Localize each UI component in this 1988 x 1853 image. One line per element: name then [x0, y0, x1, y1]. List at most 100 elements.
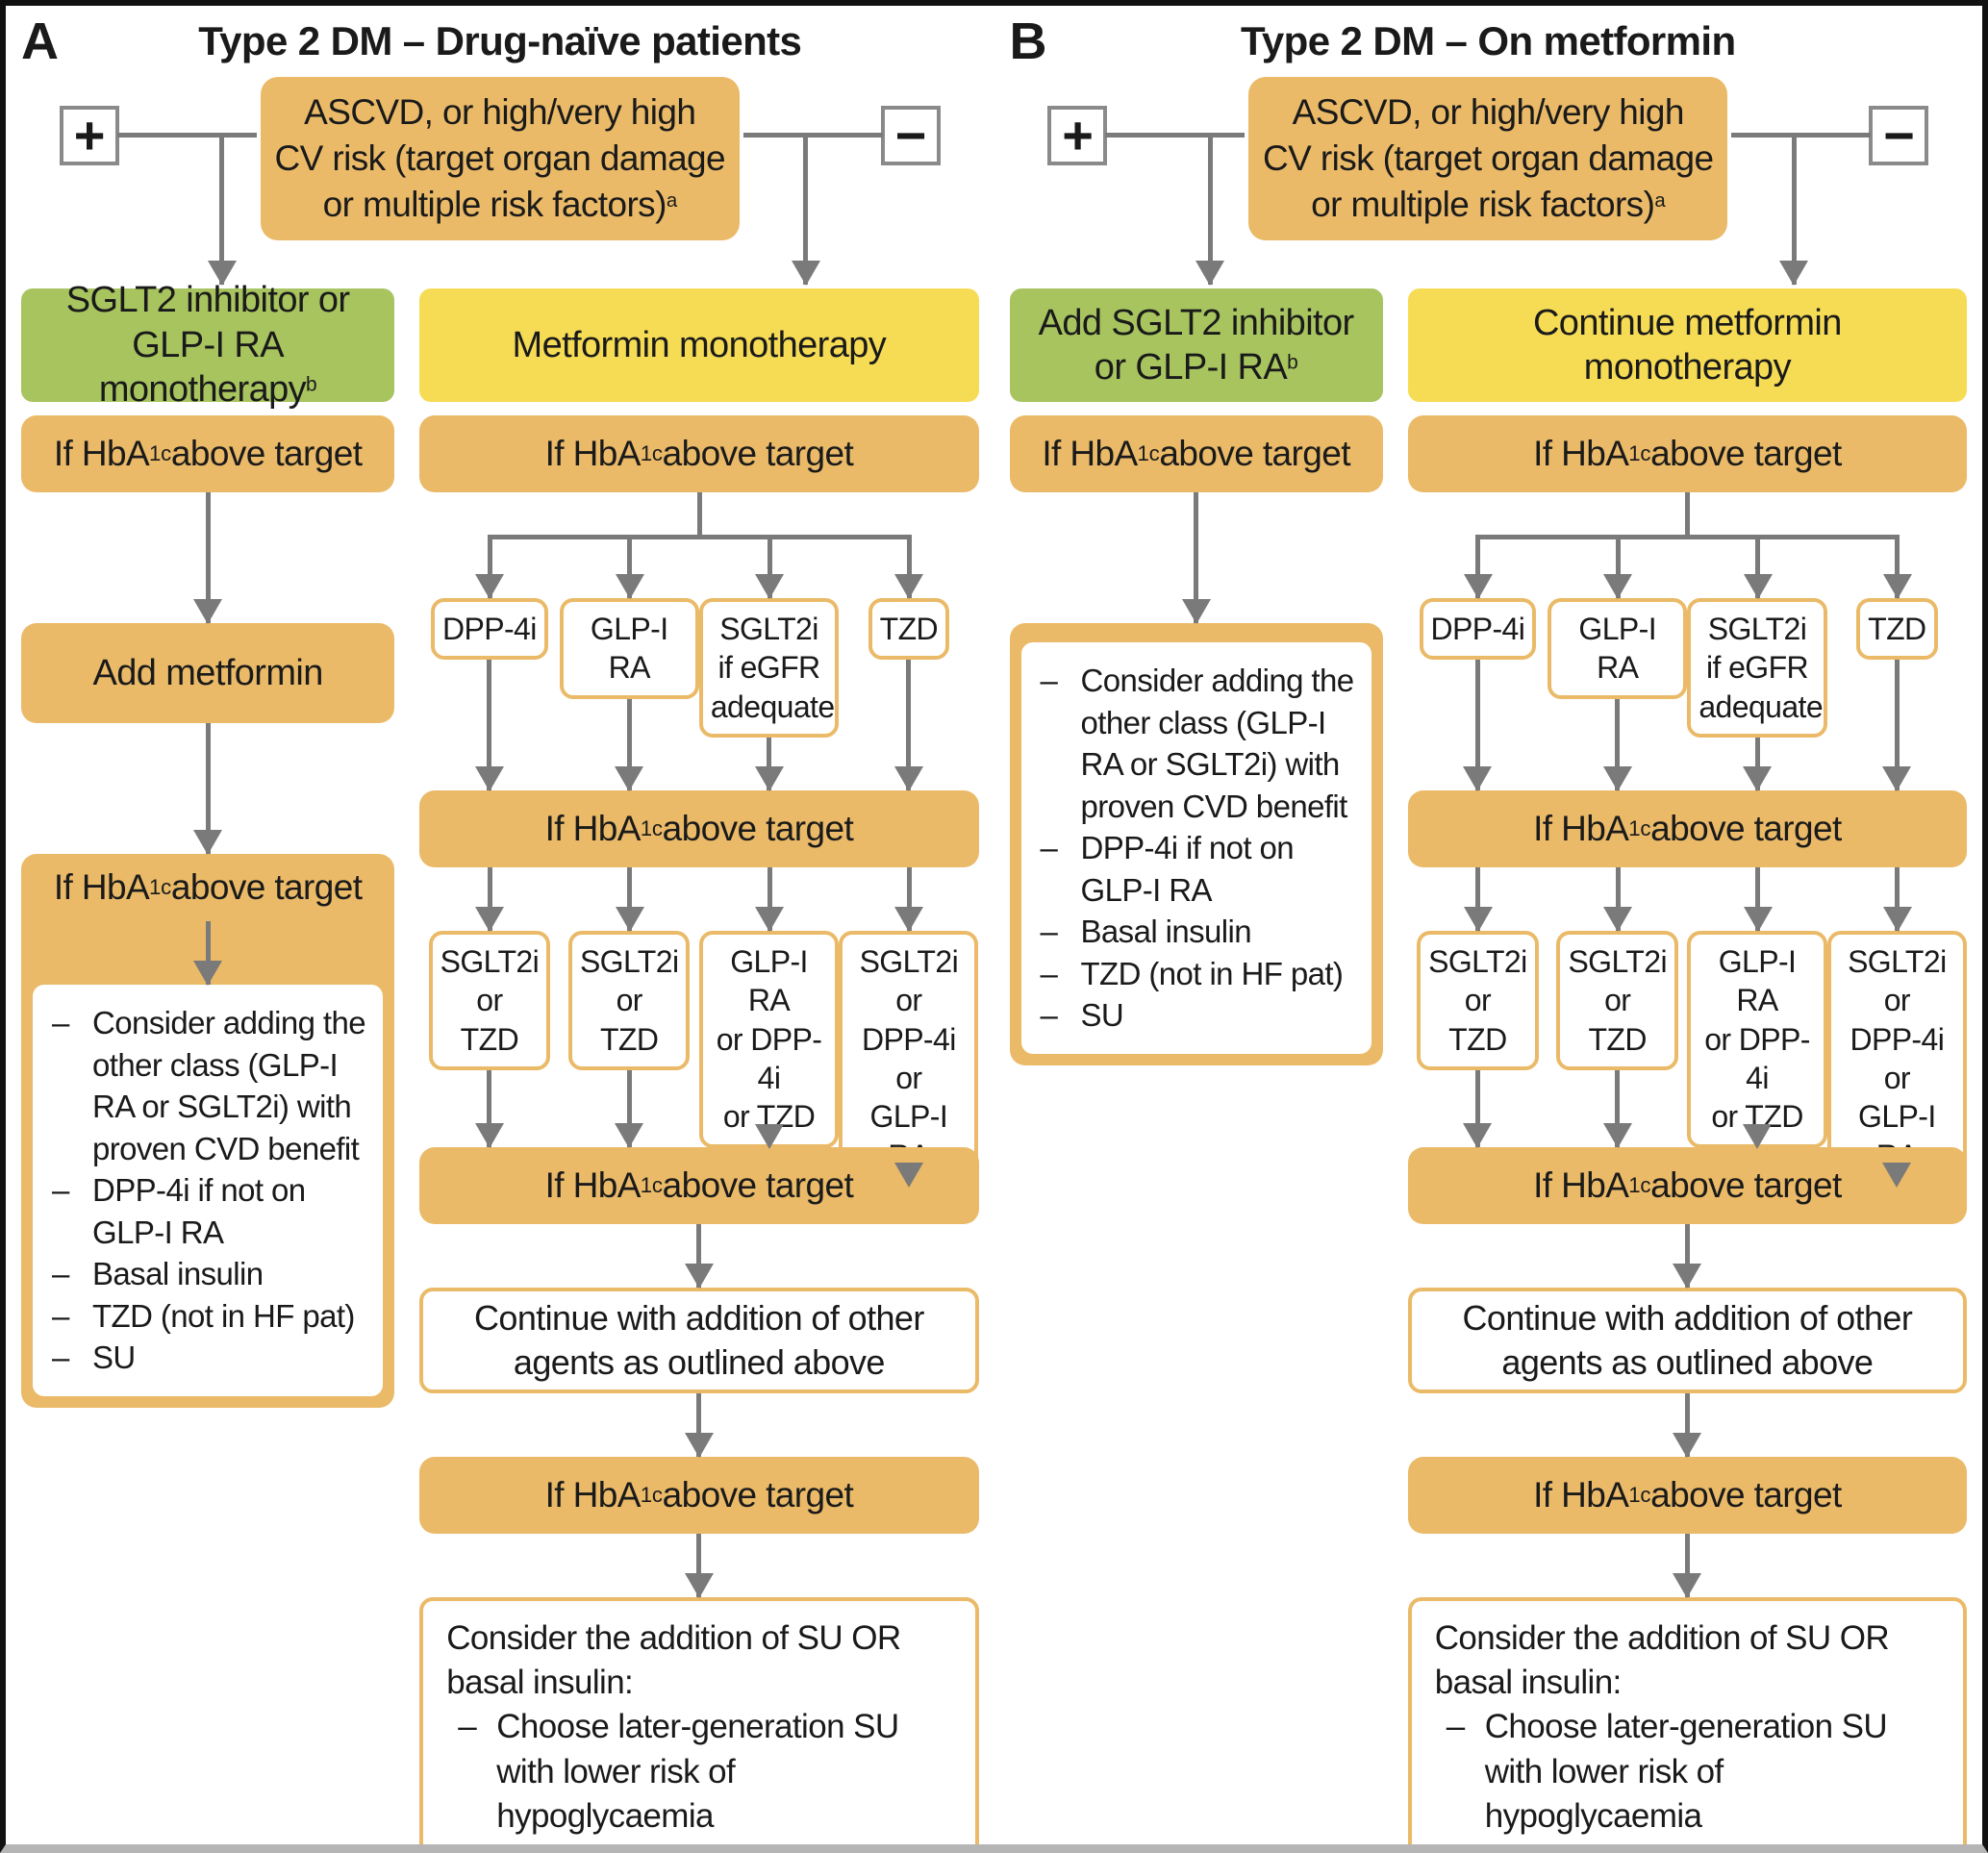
continue-addition-box: Continue with addition of other agents a…	[1407, 1288, 1967, 1393]
list-item: –Choose later-generation SU with lower r…	[1435, 1705, 1944, 1839]
branch-cell: SGLT2i or TZD	[419, 931, 559, 1147]
bullet-dash: –	[458, 1839, 496, 1844]
hba-subscript: 1c	[1628, 1483, 1651, 1507]
branch-box-tzd: TZD	[868, 598, 950, 661]
branch-box-glp1ra: GLP-I RA	[559, 598, 699, 699]
hba-text: If HbA	[1042, 434, 1138, 473]
arrow-down	[767, 535, 772, 598]
hba-text: If HbA	[1533, 434, 1629, 473]
text-line: Metformin monotherapy	[512, 324, 887, 365]
list-item: –Choose later-generation SU with lower r…	[446, 1705, 955, 1839]
arrow-down	[1615, 535, 1621, 598]
ascvd-risk-box: ASCVD, or high/very high CV risk (target…	[1248, 77, 1728, 241]
branch-cell: SGLT2i or DPP-4i or GLP-I RA	[1826, 931, 1967, 1187]
connector-line	[1685, 492, 1691, 537]
arrow-down	[696, 1534, 702, 1597]
su-basal-insulin-box: Consider the addition of SU OR basal ins…	[419, 1597, 979, 1844]
bullet-dash: –	[1040, 955, 1058, 991]
connector-line-right	[1731, 133, 1872, 138]
branch-box-glp1ra: GLP-I RA	[1548, 598, 1688, 699]
panel-a-title: Type 2 DM – Drug-naïve patients	[198, 18, 802, 63]
arrow-down	[1615, 698, 1621, 790]
hba-text: above target	[1650, 434, 1842, 473]
branch-box-tzd: TZD	[1856, 598, 1938, 661]
arrow-down	[1194, 492, 1199, 623]
list-item: –TZD (not in HF pat)	[1041, 953, 1356, 995]
list-item: –Basal insulin	[52, 1253, 367, 1295]
branch-box-sglt2i-or-tzd: SGLT2i or TZD	[1556, 931, 1678, 1070]
text-line: GLP-I RA monotherapyb	[98, 324, 317, 411]
text-line: or multiple risk factors)a	[322, 185, 677, 225]
add-sglt2-glp1-box: Add SGLT2 inhibitor or GLP-I RAb	[1009, 288, 1383, 402]
drug-option-row-2: SGLT2i or TZD SGLT2i or TZD	[419, 931, 979, 1187]
bullet-dash: –	[52, 1172, 69, 1209]
final-box-intro: Consider the addition of SU OR basal ins…	[446, 1619, 901, 1702]
panel-a-header: A Type 2 DM – Drug-naïve patients	[21, 15, 979, 75]
list-item: –TZD (not in HF pat)	[52, 1295, 367, 1338]
hba-text: If HbA	[53, 867, 150, 907]
arrow-down	[487, 535, 492, 598]
bullet-dash: –	[1040, 997, 1058, 1034]
hba-subscript: 1c	[1628, 441, 1651, 465]
hba-subscript: 1c	[640, 1483, 663, 1507]
bullet-dash: –	[52, 1256, 69, 1292]
plus-sign: +	[1062, 105, 1094, 165]
continue-metformin-box: Continue metformin monotherapy	[1407, 288, 1967, 402]
branch-cell: DPP-4i	[1408, 598, 1548, 790]
branch-cell: SGLT2i or DPP-4i or GLP-I RA	[839, 931, 979, 1187]
hba-text: above target	[662, 1165, 854, 1205]
arrow-down	[1474, 1069, 1480, 1147]
hba-subscript: 1c	[149, 875, 171, 899]
final-box-intro: Consider the addition of SU OR basal ins…	[1434, 1619, 1890, 1702]
list-item: –Basal insulin	[1041, 911, 1356, 953]
hba-text: If HbA	[1533, 1475, 1629, 1515]
bullet-dash: –	[52, 1340, 69, 1376]
drug-option-row-2: SGLT2i or TZD SGLT2i or TZD	[1408, 931, 1967, 1187]
connector-line-right	[742, 133, 883, 138]
arrow-down	[205, 723, 211, 854]
panel-a-left-column: SGLT2 inhibitor or GLP-I RA monotherapyb…	[21, 280, 395, 1844]
arrow-row	[1408, 867, 1967, 931]
text-line: CV risk (target organ damage	[274, 138, 726, 179]
bullet-dash: –	[52, 1005, 69, 1040]
panel-a: A Type 2 DM – Drug-naïve patients + − AS…	[6, 6, 994, 1844]
panel-a-risk-section: + − ASCVD, or high/very high CV risk (ta…	[21, 75, 979, 288]
arrow-down	[627, 867, 633, 931]
branch-box-sglt2i-dpp4i-glp1ra: SGLT2i or DPP-4i or GLP-I RA	[1826, 931, 1967, 1187]
arrow-down	[1684, 1393, 1690, 1457]
hba-text: above target	[1159, 434, 1350, 473]
hba-subscript: 1c	[1628, 816, 1651, 840]
plus-sign: +	[73, 105, 106, 165]
arrow-down	[487, 1069, 492, 1147]
arrow-down	[487, 867, 492, 931]
hba-text: If HbA	[53, 434, 150, 473]
hba-text: above target	[1650, 1475, 1842, 1515]
arrow-down	[1684, 1534, 1690, 1597]
arrow-down	[1475, 535, 1481, 598]
plus-indicator: +	[59, 105, 119, 165]
hba-text: If HbA	[544, 809, 642, 848]
add-metformin-label: Add metformin	[92, 652, 323, 693]
connector-line-left	[1105, 133, 1246, 138]
list-item: –SU	[1041, 994, 1356, 1037]
arrow-down	[1791, 133, 1797, 285]
text-line: monotherapy	[1583, 347, 1792, 388]
arrow-down	[1207, 133, 1213, 285]
bullet-dash: –	[1447, 1839, 1485, 1844]
hba-text: above target	[662, 1475, 854, 1515]
list-item: –Consider adding the other class (GLP-I …	[1041, 660, 1356, 827]
arrow-down	[1755, 867, 1761, 931]
text-line: ASCVD, or high/very high	[304, 92, 696, 132]
hba-text: above target	[662, 809, 854, 848]
arrow-down	[696, 1393, 702, 1457]
branch-box-sglt2i-or-tzd: SGLT2i or TZD	[1417, 931, 1539, 1070]
arrow-down	[627, 535, 633, 598]
branch-cell: SGLT2i or TZD	[1548, 931, 1687, 1147]
arrow-down	[487, 660, 492, 790]
arrow-down	[1684, 1224, 1690, 1288]
